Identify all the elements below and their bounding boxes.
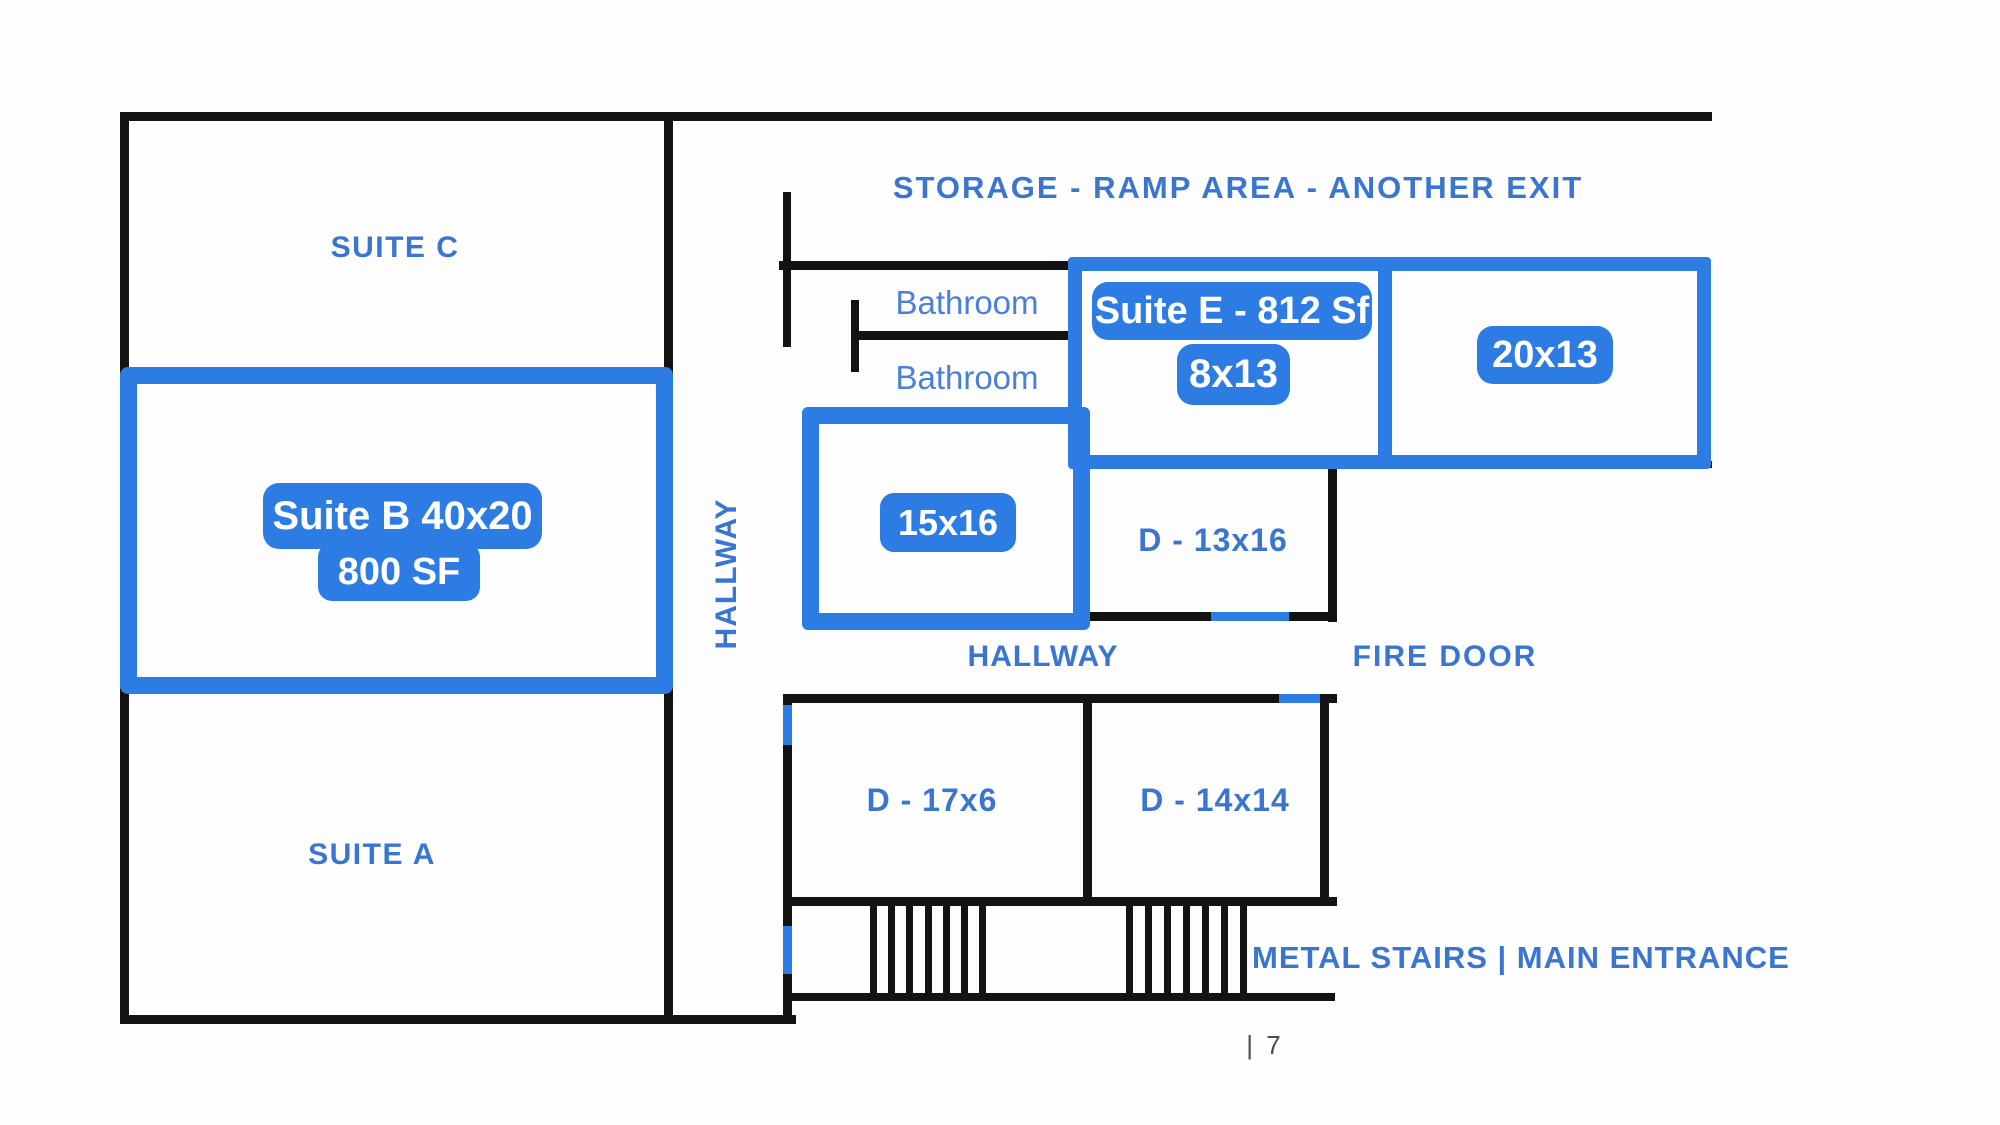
label-d-17x6: D - 17x6 (866, 781, 998, 818)
wall-stairs-bottom (786, 993, 1335, 1001)
label-fire-door: FIRE DOOR (1352, 640, 1538, 673)
badge-suite-b-area: 800 SF (318, 543, 480, 601)
stair-tread (1202, 906, 1209, 993)
stair-tread (961, 906, 968, 993)
badge-suite-b-name: Suite B 40x20 (263, 483, 542, 549)
room-20x13 (1378, 257, 1711, 469)
stair-tread (870, 906, 877, 993)
stair-tread (1240, 906, 1247, 993)
wall-d13x16-right (1328, 461, 1337, 622)
stair-tread (979, 906, 986, 993)
door-d13x16-bottom (1211, 612, 1289, 621)
label-metal-stairs: METAL STAIRS | MAIN ENTRANCE (1252, 940, 1790, 975)
stair-tread (1164, 906, 1171, 993)
door-stairs-left (783, 926, 792, 974)
wall-drooms-bottom (783, 897, 1337, 906)
label-hallway-horizontal: HALLWAY (967, 640, 1119, 673)
wall-drooms-divider (1083, 694, 1092, 906)
room-suite-b (120, 367, 673, 694)
stair-tread (943, 906, 950, 993)
label-suite-c: SUITE C (330, 231, 460, 264)
label-page-number: | 7 (1246, 1029, 1284, 1060)
stair-tread (1221, 906, 1228, 993)
label-d-14x14: D - 14x14 (1140, 781, 1290, 818)
wall-drooms-left (783, 694, 792, 1024)
wall-bathroom-lower (851, 331, 1072, 340)
label-suite-a: SUITE A (308, 838, 436, 871)
wall-drooms-top (783, 694, 1337, 703)
stair-tread (888, 906, 895, 993)
door-d17x6-left (783, 705, 792, 745)
wall-bottom-left (120, 1015, 796, 1024)
wall-bathroom-upper (779, 261, 1072, 270)
wall-top (120, 112, 1712, 121)
stair-tread (1126, 906, 1133, 993)
stair-tread (925, 906, 932, 993)
badge-suite-e-dim: 8x13 (1177, 344, 1290, 405)
label-bathroom-upper: Bathroom (895, 284, 1039, 321)
stair-tread (1183, 906, 1190, 993)
label-storage-header: STORAGE - RAMP AREA - ANOTHER EXIT (892, 170, 1584, 205)
label-d-13x16: D - 13x16 (1138, 521, 1288, 558)
badge-suite-e-name: Suite E - 812 Sf (1092, 282, 1372, 340)
door-d14x14-top (1279, 694, 1326, 703)
label-hallway-vertical: HALLWAY (710, 498, 743, 650)
stair-tread (1145, 906, 1152, 993)
badge-15x16: 15x16 (880, 493, 1016, 552)
wall-drooms-right (1320, 694, 1329, 906)
label-bathroom-lower: Bathroom (895, 359, 1039, 396)
stair-tread (906, 906, 913, 993)
badge-20x13: 20x13 (1477, 326, 1613, 384)
